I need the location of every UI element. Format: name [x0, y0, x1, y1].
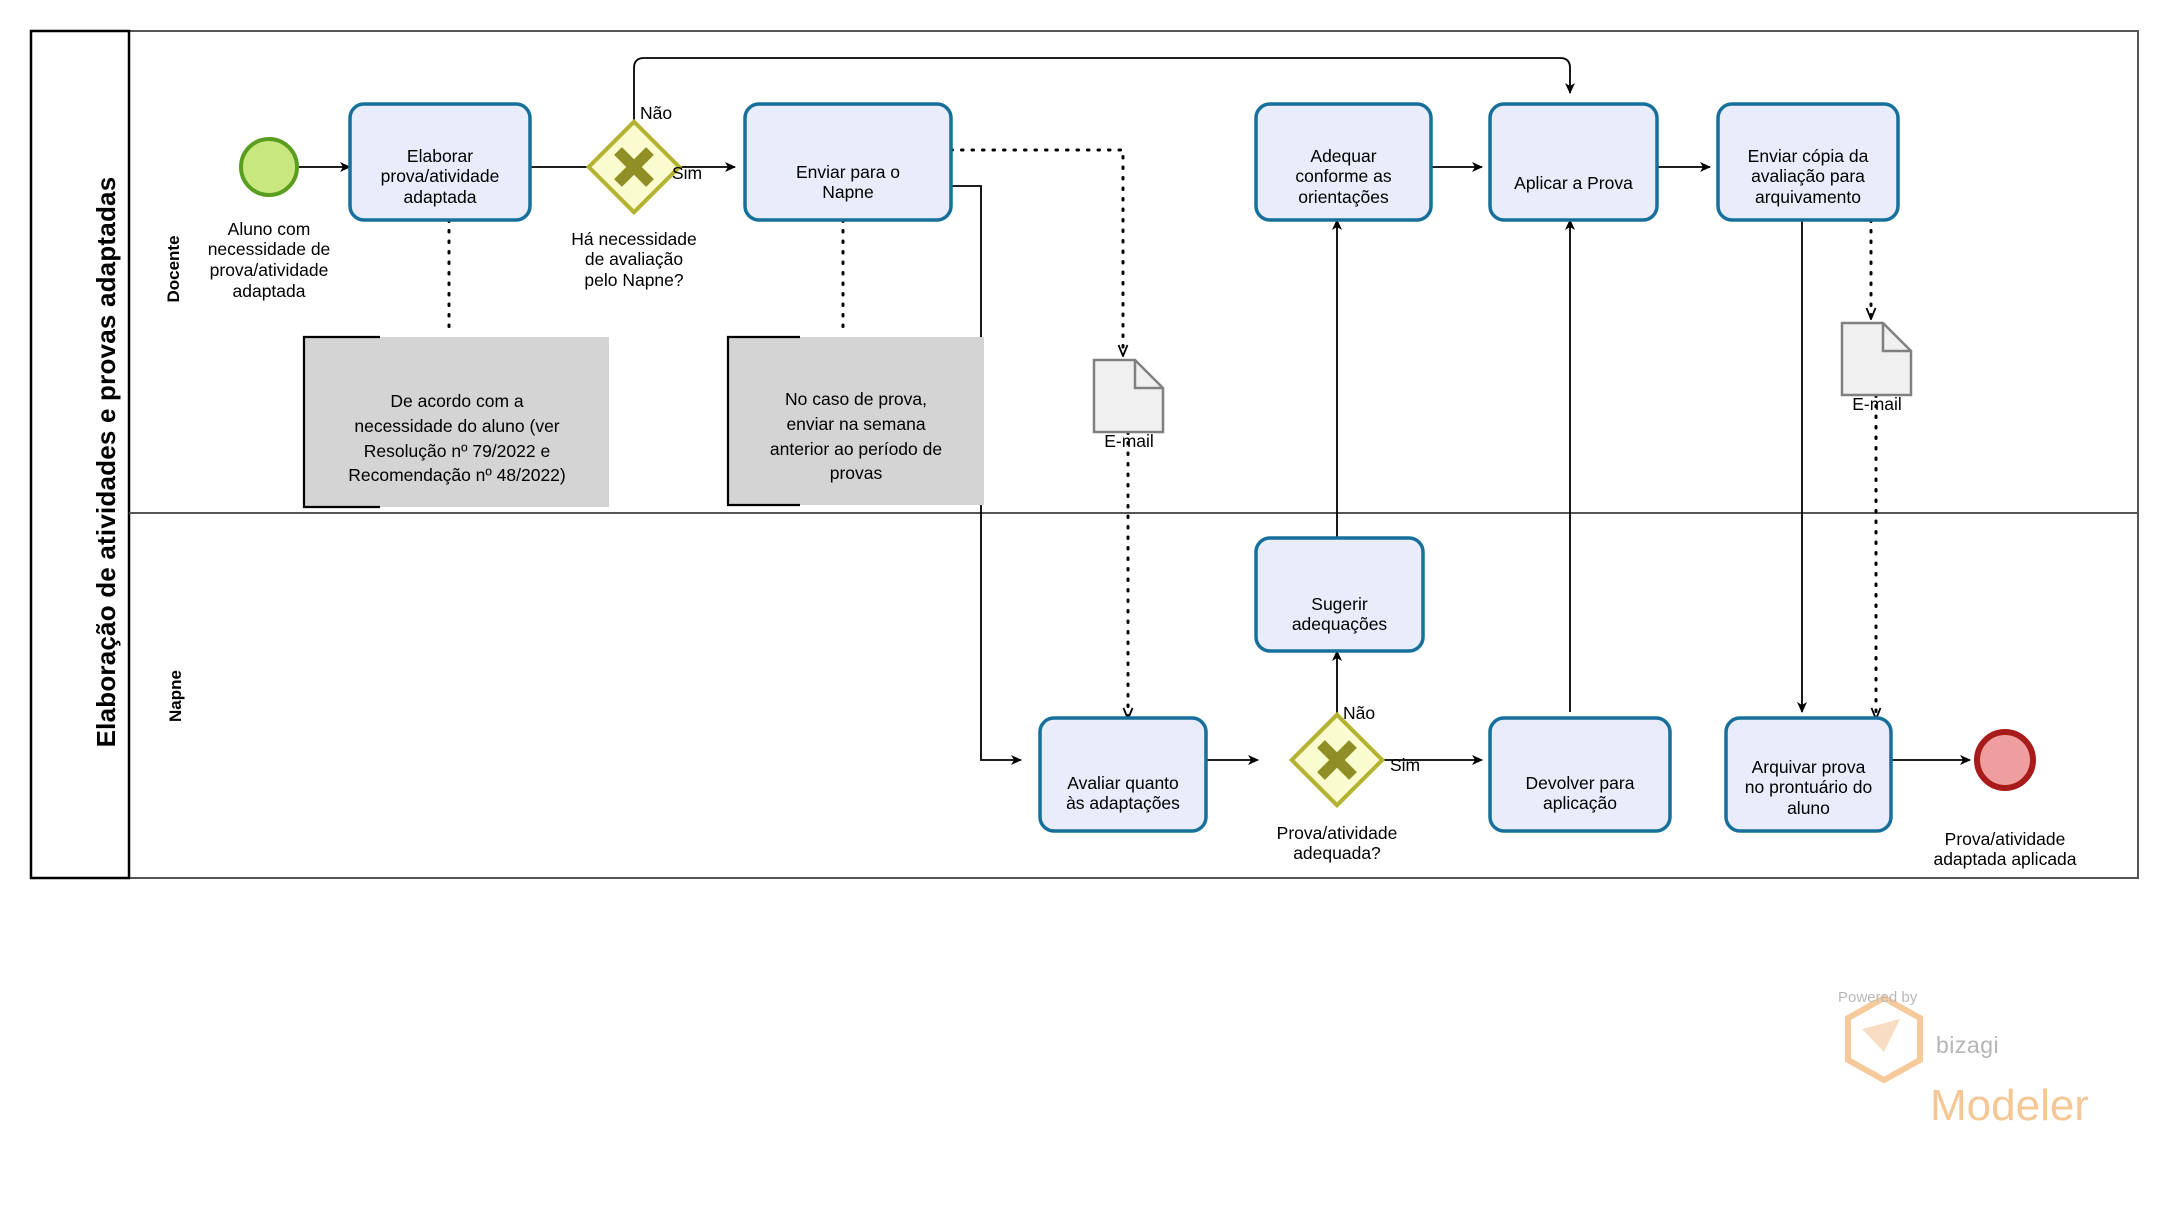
annotation-shape-a2: [728, 337, 984, 505]
annotation-bracket-a1: [302, 335, 380, 509]
flow-label-sim-1: Sim: [672, 162, 703, 183]
task-shape-t2: [743, 102, 953, 222]
watermark-brand: bizagi: [1936, 1032, 2000, 1059]
flow-label-nao-1: Não: [640, 102, 673, 123]
start-event-label: Aluno com necessidade de prova/atividade…: [207, 218, 331, 301]
data-object-shape-d1: [1092, 358, 1165, 434]
gateway-label-g2: Prova/atividade adequada?: [1276, 822, 1398, 864]
lane-title-docente: Docente: [164, 235, 184, 303]
end-event-label: Prova/atividade adaptada aplicada: [1933, 828, 2077, 870]
task-label-t2: Enviar para o Napne: [795, 161, 901, 203]
task-shapes: [348, 102, 1900, 833]
task-shape-t1: [348, 102, 532, 222]
gateway-shape-g2: [1288, 711, 1386, 809]
data-object-label-d1: E-mail: [1104, 430, 1154, 451]
end-event-shape: [1974, 729, 2036, 791]
flow-label-sim-2: Sim: [1390, 754, 1421, 775]
annotation-text-a1: De acordo com a necessidade do aluno (ve…: [348, 390, 566, 486]
task-label-t3: Adequar conforme as orientações: [1295, 145, 1392, 207]
watermark-product: Modeler: [1930, 1080, 2089, 1130]
task-shape-t9: [1724, 716, 1893, 833]
annotation-bracket-a2: [726, 335, 800, 507]
task-shape-t7: [1038, 716, 1208, 833]
annotation-shape-a1: [304, 337, 609, 507]
task-shape-t8: [1488, 716, 1672, 833]
gateway-label-g1: Há necessidade de avaliação pelo Napne?: [571, 228, 697, 290]
start-event-shape: [239, 137, 299, 197]
lane-title-napne: Napne: [166, 670, 186, 722]
associations: [447, 218, 845, 335]
task-label-t4: Aplicar a Prova: [1514, 172, 1633, 193]
task-shape-t3: [1254, 102, 1433, 222]
task-shape-t6: [1254, 536, 1425, 653]
task-label-t8: Devolver para aplicação: [1525, 772, 1635, 814]
associations-directed: [949, 148, 1876, 718]
task-shape-t5: [1716, 102, 1900, 222]
annotation-shapes: [302, 335, 984, 509]
task-label-t1: Elaborar prova/atividade adaptada: [380, 145, 500, 207]
event-shapes: [239, 137, 2036, 791]
data-object-label-d2: E-mail: [1852, 393, 1902, 414]
task-label-t5: Enviar cópia da avaliação para arquivame…: [1747, 145, 1869, 207]
task-label-t9: Arquivar prova no prontuário do aluno: [1744, 756, 1873, 818]
flow-label-nao-2: Não: [1343, 702, 1376, 723]
watermark-powered-by: Powered by: [1838, 988, 1918, 1006]
task-label-t7: Avaliar quanto às adaptações: [1066, 772, 1180, 814]
data-object-shapes: [1092, 321, 1913, 434]
annotation-text-a2: No caso de prova, enviar na semana anter…: [769, 388, 943, 484]
bizagi-logo-icon: [1845, 994, 1923, 1084]
task-shape-t4: [1488, 102, 1659, 222]
gateway-shapes: [585, 118, 1386, 809]
data-object-shape-d2: [1840, 321, 1913, 397]
flow-g1-nao: [633, 57, 1575, 134]
pool-title: Elaboração de atividades e provas adapta…: [90, 176, 121, 748]
task-label-t6: Sugerir adequações: [1291, 593, 1388, 635]
gateway-shape-g1: [585, 118, 683, 216]
